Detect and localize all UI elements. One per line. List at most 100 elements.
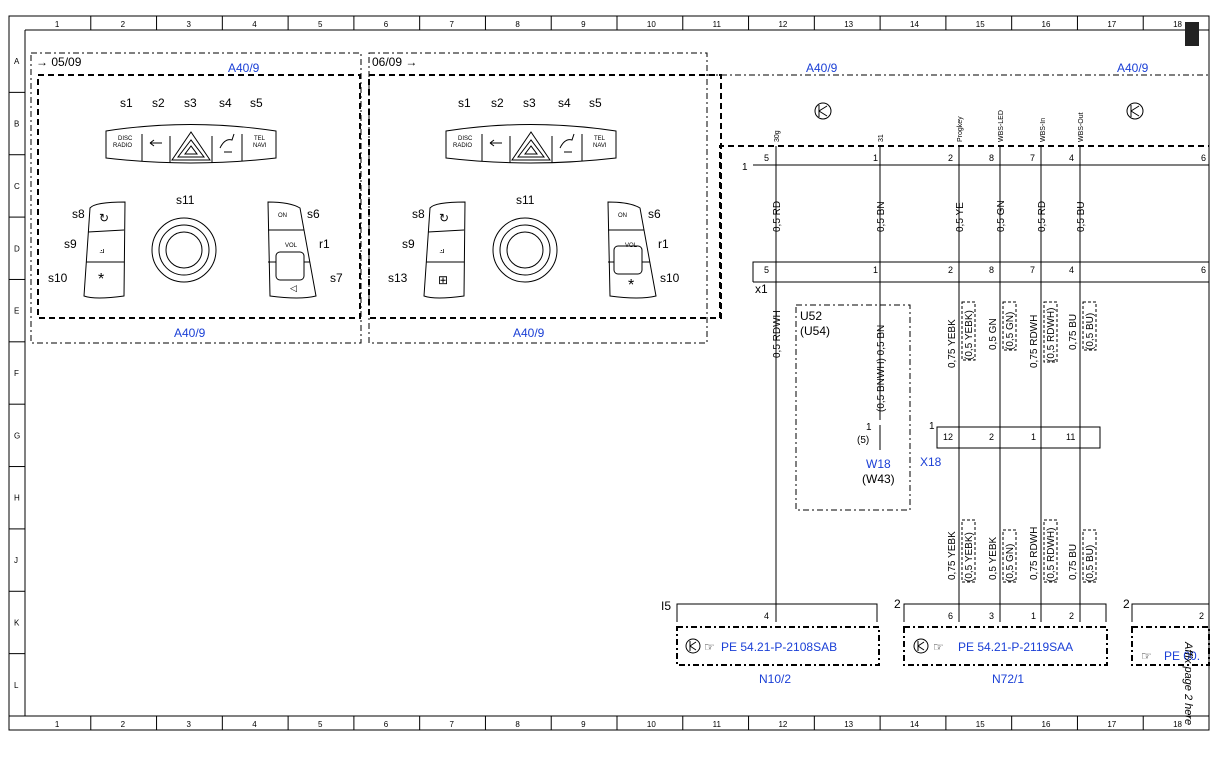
wire-labels-upper: 0,5 RD 0,5 BN 0,5 YE 0,5 GN 0,5 RD 0,5 B… xyxy=(772,200,1087,358)
pe-left-box xyxy=(676,626,880,666)
grid-row-label: E xyxy=(14,307,19,316)
wire-label: (0,5 RDWH) xyxy=(1046,308,1057,362)
pointer-icon: ☞ xyxy=(933,640,944,654)
wire-label: 0,75 RDWH xyxy=(1029,315,1040,368)
seat-icon: ⟓ xyxy=(439,242,445,256)
connector-pins-top: 5 1 2 8 7 4 6 xyxy=(764,153,1206,163)
button-disc: DISC xyxy=(118,136,133,142)
on-label: ON xyxy=(618,213,627,219)
switch-label: s2 xyxy=(491,96,504,110)
a409-label-right: A40/9 xyxy=(1117,61,1149,75)
pin-number: 3 xyxy=(989,611,994,621)
pin-number: 1 xyxy=(873,153,878,163)
grid-row-label: H xyxy=(14,494,20,503)
button-tel: TEL xyxy=(254,136,266,142)
grid-column-label: 4 xyxy=(252,20,257,29)
pin-number: 6 xyxy=(1201,265,1206,275)
wire-label: (0,5 BU) xyxy=(1085,313,1096,350)
panel-right-side-buttons-left xyxy=(423,201,466,299)
pe-left-link[interactable]: PE 54.21-P-2108SAB xyxy=(721,640,837,654)
panel-left-date: → 05/09 xyxy=(36,55,82,69)
wire-label: (0,5 GN) xyxy=(1005,312,1016,350)
pin-number: 6 xyxy=(1201,153,1206,163)
wire-label: 0,75 BU xyxy=(1068,314,1079,350)
wire-label: 0,5 YEBK xyxy=(988,536,999,580)
pe-mid-box xyxy=(903,626,1108,666)
switch-label: s9 xyxy=(64,237,77,251)
grid-column-label: 11 xyxy=(713,720,722,729)
grid-column-label: 11 xyxy=(713,20,722,29)
panel-left-inner xyxy=(37,74,361,319)
x18-connector xyxy=(936,426,1101,449)
x1-connector xyxy=(752,261,1209,283)
grid-column-label: 12 xyxy=(778,720,787,729)
grid-column-label: 6 xyxy=(384,20,389,29)
button-radio: RADIO xyxy=(453,143,472,149)
panel-right-outer xyxy=(368,52,708,344)
grid-row-label: C xyxy=(14,182,20,191)
pe-mid-link[interactable]: PE 54.21-P-2119SAA xyxy=(958,640,1073,654)
grid-row-label: J xyxy=(14,556,18,565)
w18-pin: 1 xyxy=(866,422,872,433)
grid-column-label: 7 xyxy=(450,20,455,29)
seat-icon: ⟓ xyxy=(99,242,105,256)
grid-row-label: K xyxy=(14,618,20,627)
wire-labels-mid: 0,75 YEBK (0,5 YEBK) 0,5 GN (0,5 GN) 0,7… xyxy=(947,308,1096,368)
panel-right-volume-knob xyxy=(492,217,558,283)
switch-label: s7 xyxy=(330,271,343,285)
panel-left-outer xyxy=(30,52,362,344)
x1-label: x1 xyxy=(755,282,768,296)
transistor-icon xyxy=(685,638,701,654)
panel-left-switch-labels: s1 s2 s3 s4 s5 s11 s8 s9 s10 s6 r1 s7 xyxy=(48,96,343,285)
u54-label: (U54) xyxy=(800,324,830,338)
u52-label: U52 xyxy=(800,309,822,323)
conn-label-1: 1 xyxy=(742,162,748,173)
grid-column-label: 13 xyxy=(844,720,853,729)
grid-column-label: 16 xyxy=(1042,720,1051,729)
switch-label: r1 xyxy=(658,237,669,251)
switch-label: s8 xyxy=(412,207,425,221)
grid-row-label: A xyxy=(14,57,20,66)
pin-name: WBS-LED xyxy=(998,110,1005,142)
on-label: ON xyxy=(278,213,287,219)
switch-label: s3 xyxy=(184,96,197,110)
wire-label-boxes-low xyxy=(961,519,1097,583)
grid-column-label: 5 xyxy=(318,20,323,29)
grid-column-label: 1 xyxy=(55,720,60,729)
grid-row-label: G xyxy=(14,431,20,440)
grid-column-label: 14 xyxy=(910,20,919,29)
grid-column-label: 2 xyxy=(121,720,126,729)
grid-column-label: 18 xyxy=(1173,20,1182,29)
button-radio: RADIO xyxy=(113,143,132,149)
n72-num: 2 xyxy=(894,597,901,611)
switch-label: s10 xyxy=(660,271,680,285)
switch-label: s8 xyxy=(72,207,85,221)
grid-column-label: 3 xyxy=(186,20,191,29)
pin-number: 2 xyxy=(989,432,994,442)
pe-right-link[interactable]: PE 00. xyxy=(1164,649,1200,663)
wire-label: (0,5 YEBK) xyxy=(964,532,975,582)
connector-box-top xyxy=(719,145,1209,318)
grid-column-label: 7 xyxy=(450,720,455,729)
i5-connector xyxy=(676,603,878,622)
connector-pins-x1: 5 1 2 8 7 4 6 xyxy=(764,265,1206,275)
n10-label: N10/2 xyxy=(759,672,791,686)
grid-columns: 1122334455667788991010111112121313141415… xyxy=(55,16,1210,730)
grid-column-label: 1 xyxy=(55,20,60,29)
grid-column-label: 14 xyxy=(910,720,919,729)
pin-name: WBS-In xyxy=(1040,118,1047,142)
pin-name: WBS-Out xyxy=(1078,112,1085,142)
pin-name: Progkey xyxy=(957,116,964,142)
grid-column-label: 18 xyxy=(1173,720,1182,729)
wires xyxy=(775,146,1081,622)
switch-label: s1 xyxy=(120,96,133,110)
wire-label: (0,5 RDWH) xyxy=(1046,528,1057,582)
star-icon: * xyxy=(98,271,104,288)
transistor-icon xyxy=(913,638,929,654)
wire-label: 0,5 YE xyxy=(955,202,966,232)
transistor-icon xyxy=(1126,102,1144,120)
wire-label: 0,5 RDWH xyxy=(772,310,783,358)
transistor-icon xyxy=(814,102,832,120)
